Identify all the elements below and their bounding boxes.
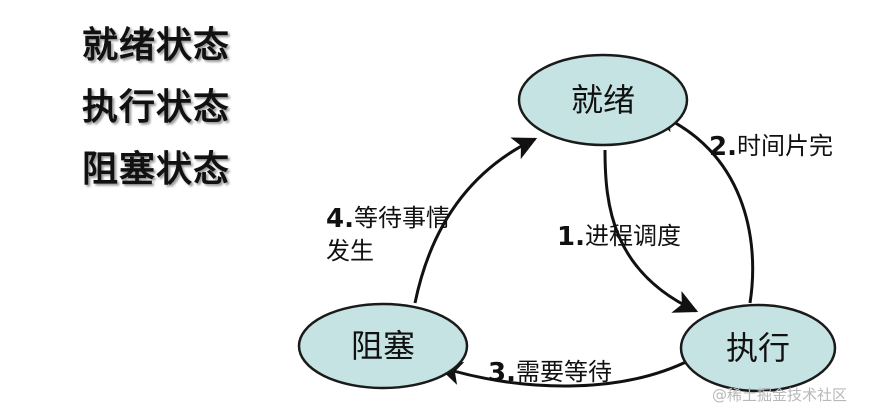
label-timeout-text: 时间片完 — [737, 132, 833, 160]
watermark: @稀土掘金技术社区 — [712, 386, 848, 404]
label-wakeup-text-line2: 发生 — [326, 237, 374, 265]
node-ready: 就绪 — [517, 53, 689, 147]
state-list-item-blocked: 阻塞状态 — [82, 148, 231, 190]
node-blocked-shape — [297, 302, 469, 390]
label-wait-text: 需要等待 — [516, 358, 612, 386]
node-running-shape — [679, 303, 837, 393]
node-ready-shape — [517, 53, 689, 147]
arrow-timeout — [652, 110, 755, 304]
node-ready-label: 就绪 — [571, 81, 635, 119]
arrow-wait — [437, 358, 691, 388]
label-timeout: 2. 时间片完 — [709, 132, 833, 162]
label-wakeup-number: 4. — [326, 204, 354, 234]
arrow-wakeup — [413, 137, 538, 304]
state-list: 就绪状态 执行状态 阻塞状态 — [82, 14, 230, 200]
label-wakeup-text-line1: 等待事情 — [354, 204, 450, 232]
label-wakeup: 4. 等待事情 发生 — [326, 204, 450, 265]
label-wait: 3. 需要等待 — [488, 358, 612, 388]
node-blocked-label: 阻塞 — [351, 327, 415, 365]
label-dispatch-number: 1. — [557, 222, 585, 252]
state-list-item-running: 执行状态 — [82, 86, 231, 128]
state-list-item-ready: 就绪状态 — [82, 24, 231, 66]
node-running-label: 执行 — [726, 329, 790, 367]
label-wait-number: 3. — [488, 358, 516, 388]
arrow-dispatch — [603, 149, 699, 313]
label-timeout-number: 2. — [709, 132, 737, 162]
node-blocked: 阻塞 — [297, 302, 469, 390]
node-running: 执行 — [679, 303, 837, 393]
label-dispatch: 1. 进程调度 — [557, 222, 681, 252]
label-dispatch-text: 进程调度 — [585, 222, 681, 250]
